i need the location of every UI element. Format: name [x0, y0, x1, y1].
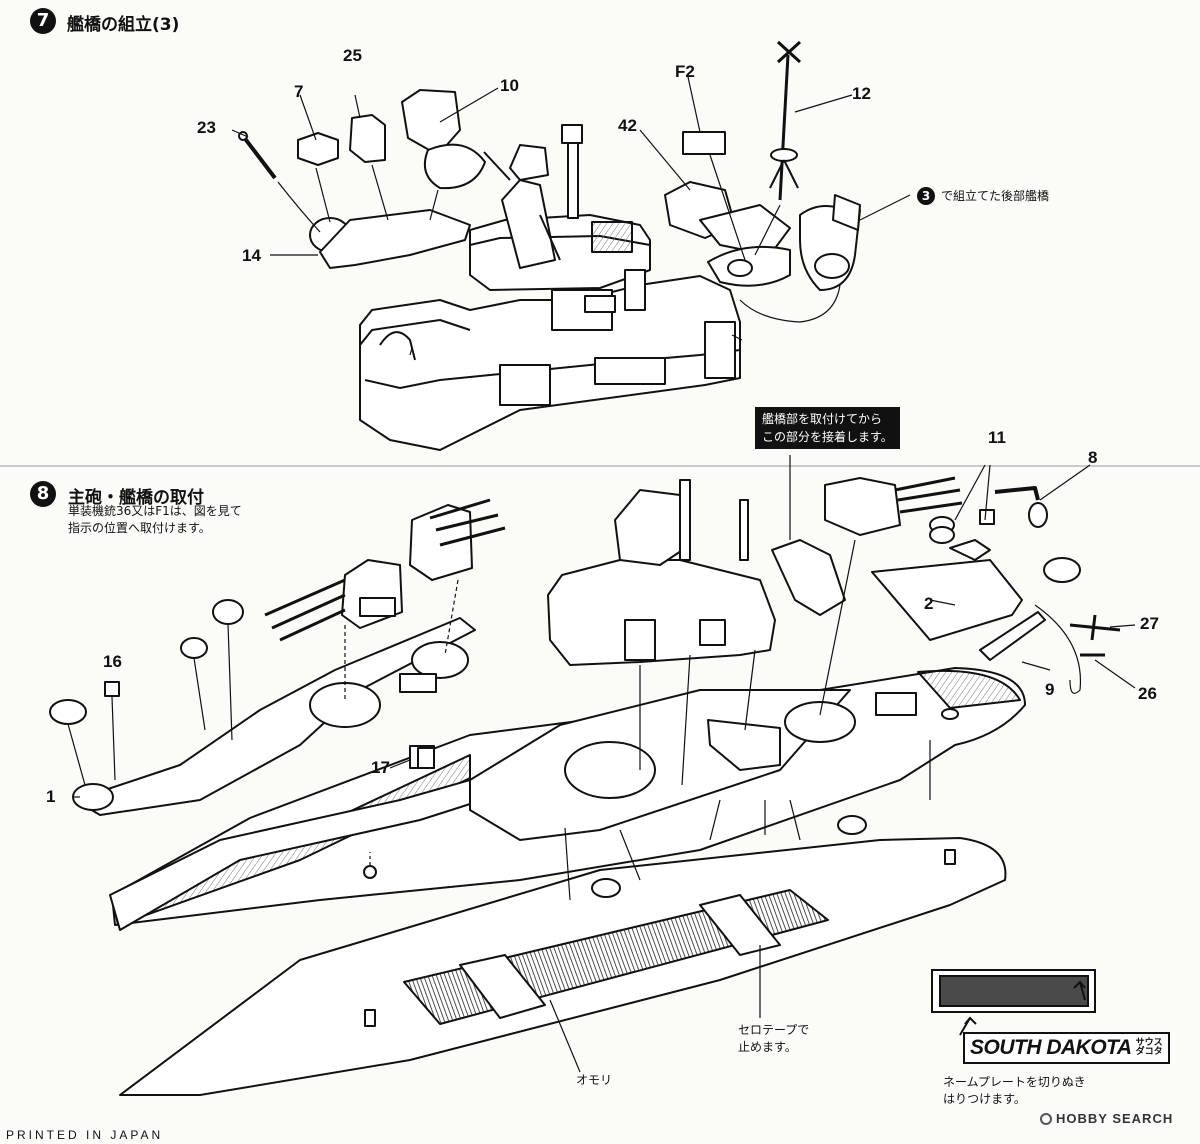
- tape-note-line2: 止めます。: [738, 1040, 797, 1054]
- nameplate-note-line1: ネームプレートを切りぬき: [943, 1075, 1086, 1089]
- step8-number: 8: [36, 483, 50, 504]
- part-label-23: 23: [197, 118, 216, 137]
- nameplate-note-line2: はりつけます。: [943, 1092, 1026, 1106]
- part-label-14: 14: [242, 246, 261, 265]
- weight-label: オモリ: [576, 1073, 613, 1087]
- part-label-16: 16: [103, 652, 122, 671]
- step8-number-badge: 8: [30, 481, 56, 507]
- nameplate: [931, 969, 1096, 1036]
- bridge-glue-note: 艦橋部を取付けてから この部分を接着します。: [755, 407, 900, 449]
- nameplate-kana: サウス ダコタ: [1136, 1039, 1163, 1057]
- footer-printed: PRINTED IN JAPAN: [6, 1128, 164, 1142]
- part-label-2: 2: [924, 594, 934, 613]
- nameplate-kana-line1: サウス: [1135, 1038, 1163, 1048]
- nameplate-kana-line2: ダコタ: [1135, 1047, 1163, 1057]
- part-label-8: 8: [1088, 448, 1098, 467]
- part-label-26: 26: [1138, 684, 1157, 703]
- part-label-11: 11: [988, 428, 1006, 447]
- step7-number: 7: [36, 10, 50, 31]
- step8-note-line2: 指示の位置へ取付けます。: [68, 521, 211, 535]
- step7-note: で組立てた後部艦橋: [941, 189, 1050, 203]
- step7-title: 艦橋の組立(3): [67, 15, 180, 35]
- watermark-logo-icon: [1040, 1112, 1052, 1125]
- step7-parts: [238, 40, 861, 291]
- tape-note-line1: セロテープで: [738, 1023, 810, 1037]
- watermark: HOBBY SEARCH: [1040, 1111, 1173, 1126]
- part-label-9: 9: [1045, 680, 1055, 699]
- step3-ref-badge: 3: [917, 187, 935, 205]
- bridge-glue-note-line2: この部分を接着します。: [762, 430, 893, 444]
- part-label-27: 27: [1140, 614, 1159, 633]
- nameplate-name: SOUTH DAKOTA: [970, 1036, 1132, 1059]
- hull-assembly: [72, 617, 1026, 1096]
- step7-number-badge: 7: [30, 8, 56, 34]
- bridge-assembly: [359, 124, 741, 451]
- watermark-text: HOBBY SEARCH: [1056, 1111, 1174, 1126]
- step8-leaders: [67, 455, 1136, 1073]
- step8-components: [49, 476, 1121, 898]
- part-label-10: 10: [500, 76, 519, 95]
- part-label-12: 12: [852, 84, 871, 103]
- step8-note-line1: 単装機銃36又はF1は、図を見て: [68, 504, 242, 518]
- part-label-7: 7: [294, 82, 304, 101]
- step3-ref-number: 3: [921, 189, 931, 203]
- part-label-1: 1: [46, 787, 56, 806]
- part-label-25: 25: [343, 46, 362, 65]
- step8-title: 主砲・艦橋の取付: [68, 488, 204, 508]
- nameplate-cutout: SOUTH DAKOTA サウス ダコタ: [963, 1032, 1170, 1064]
- step7-leaders: [231, 76, 911, 356]
- part-label-17: 17: [371, 758, 390, 777]
- part-label-f2: F2: [675, 62, 695, 81]
- bridge-glue-note-line1: 艦橋部を取付けてから: [762, 412, 883, 426]
- part-label-42: 42: [618, 116, 637, 135]
